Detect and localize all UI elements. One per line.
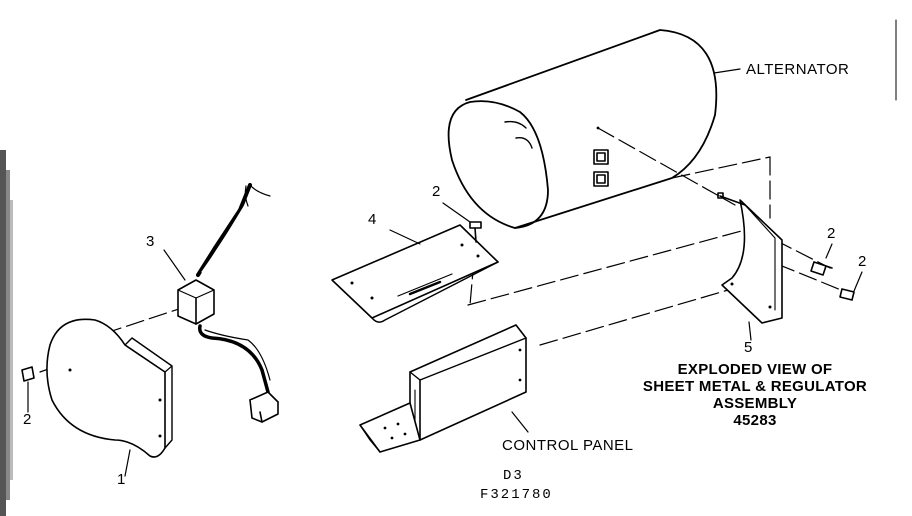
part-4-leader [389, 229, 421, 245]
part-number-4: 4 [368, 211, 377, 228]
alternator-cylinder [447, 29, 718, 229]
caption-line-1: EXPLODED VIEW OF [677, 361, 833, 378]
screw-bracket [469, 221, 482, 243]
part-2-bracket-leader [442, 202, 471, 223]
alternator-leader [713, 68, 741, 74]
part-2-right-upper-leader [825, 243, 833, 259]
part-number-5: 5 [744, 339, 753, 356]
part-number-2-right-upper: 2 [827, 225, 836, 242]
regulator-3 [177, 183, 279, 423]
part-number-2-cover: 2 [23, 411, 32, 428]
part-number-3: 3 [146, 233, 155, 250]
drawing-code: D3 [503, 468, 524, 484]
part-number-2-right-lower: 2 [858, 253, 867, 270]
bracket-plate-4 [331, 224, 499, 323]
caption-line-2: SHEET METAL & REGULATOR [642, 378, 868, 395]
screw-right-upper [810, 261, 833, 276]
part-5-leader [748, 321, 752, 341]
alternator-label: ALTERNATOR [746, 61, 850, 78]
part-number-1: 1 [117, 471, 126, 488]
screw-cover [21, 366, 35, 382]
drawing-number: F321780 [480, 487, 553, 503]
control-panel-label: CONTROL PANEL [502, 437, 634, 454]
part-1-leader [124, 449, 131, 477]
screw-right-lower [839, 288, 855, 301]
cover-plate-1 [46, 318, 173, 458]
control-panel-box [359, 324, 527, 453]
part-number-2-bracket: 2 [432, 183, 441, 200]
caption-line-4: 45283 [733, 412, 777, 429]
part-3-leader [163, 249, 186, 281]
scan-edge-shadow [0, 150, 13, 516]
control-panel-leader [511, 411, 529, 433]
end-bracket-5 [717, 192, 783, 324]
caption-line-3: ASSEMBLY [712, 395, 798, 412]
part-2-right-lower-leader [853, 271, 863, 292]
